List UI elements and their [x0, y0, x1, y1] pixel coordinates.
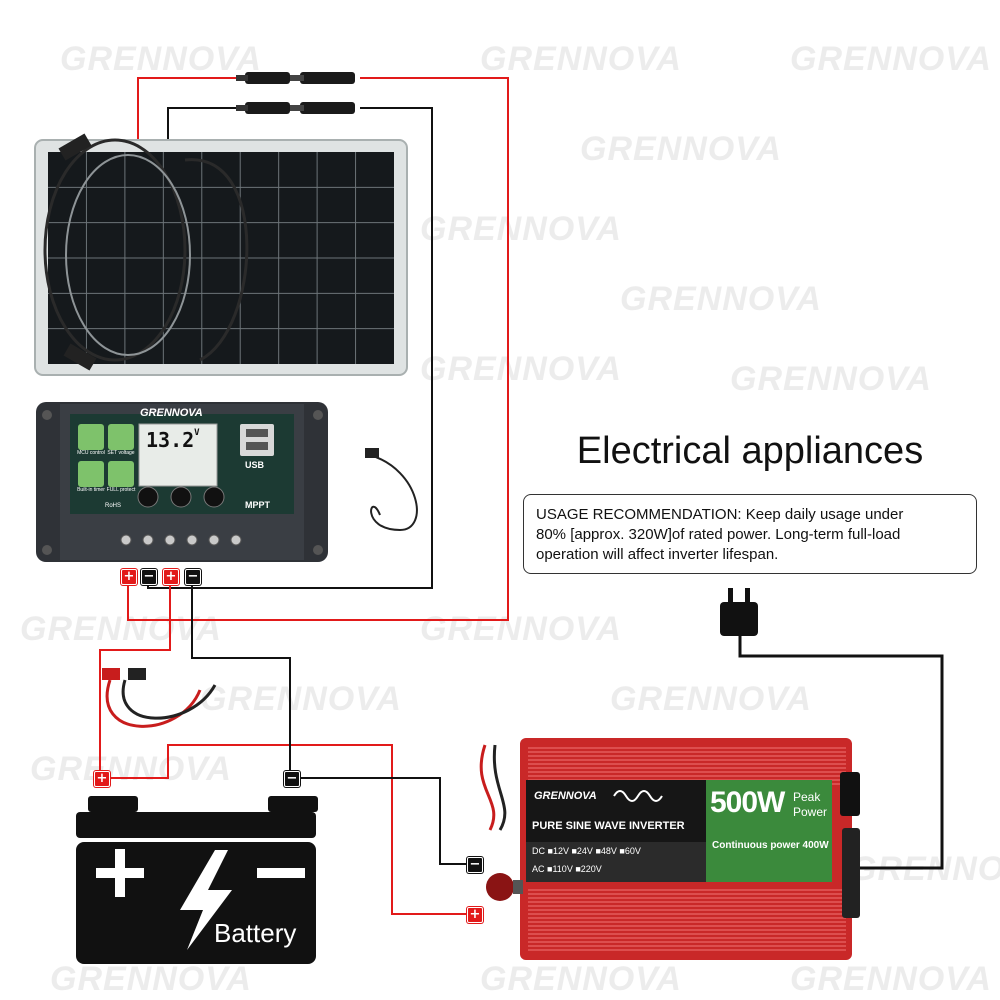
inverter-continuous-label: Continuous power 400W [712, 840, 829, 851]
controller-builtin-label: Built-in timer [77, 487, 105, 493]
controller-battery-negative-terminal: − [185, 569, 201, 585]
panel-negative-wire [167, 107, 245, 140]
alligator-cable [102, 668, 217, 728]
battery-positive-wire [99, 583, 171, 775]
controller-panel-negative-terminal: − [141, 569, 157, 585]
battery [76, 796, 318, 964]
inverter-ac-option: ■110V [547, 864, 573, 874]
watermark: GRENNOVA [790, 960, 992, 998]
controller-brand: GRENNOVA [140, 407, 203, 419]
inverter-ac-row: AC ■110V ■220V [532, 864, 602, 874]
usage-recommendation-box: USAGE RECOMMENDATION: Keep daily usage u… [523, 494, 977, 574]
controller-set-label: SET voltage [107, 450, 135, 456]
watermark: GRENNOVA [30, 750, 232, 788]
controller-display-unit: V [194, 428, 200, 438]
battery-positive-terminal: + [94, 771, 110, 787]
battery-negative-wire [191, 583, 291, 770]
watermark: GRENNOVA [420, 210, 622, 248]
solar-panel [34, 133, 408, 376]
watermark: GRENNOVA [730, 360, 932, 398]
watermark: GRENNOVA [620, 280, 822, 318]
inverter-peak-label: Peak Power [793, 790, 827, 820]
inverter-dc-option: ■12V [547, 846, 569, 856]
wires [99, 77, 944, 915]
temperature-probe [365, 448, 418, 532]
controller-display: 13.2V [146, 428, 200, 452]
diagram-title: Electrical appliances [576, 430, 924, 472]
watermark: GRENNOVA [480, 960, 682, 998]
usage-recommendation-line: operation will affect inverter lifespan. [536, 546, 779, 563]
watermark: GRENNOVA [200, 680, 402, 718]
watermark: GRENNOVA [60, 40, 262, 78]
watermark: GRENNOVA [580, 130, 782, 168]
inverter-dc-option: ■48V [595, 846, 617, 856]
mc4-connectors [236, 72, 355, 114]
plug-icon [720, 588, 758, 636]
battery-negative-wire-b [298, 777, 468, 865]
watermark: GRENNOVA [480, 40, 682, 78]
watermark: GRENNOVA [790, 40, 992, 78]
inverter-dc-option: ■60V [619, 846, 641, 856]
inverter-dc-label: DC [532, 846, 545, 856]
watermark: GRENNOVA [610, 680, 812, 718]
panel-positive-wire [137, 77, 245, 140]
usage-recommendation-line: 80% [approx. 320W]of rated power. Long-t… [536, 526, 901, 543]
inverter-peak-value: 500W [710, 786, 785, 819]
inverter [486, 738, 860, 960]
appliance-wire [738, 636, 944, 870]
controller-usb-label: USB [245, 460, 265, 470]
battery-positive-wire-b [108, 744, 468, 915]
inverter-peak-label-2: Power [793, 805, 828, 819]
inverter-brand: GRENNOVA [534, 790, 597, 802]
inverter-wave-label: PURE SINE WAVE INVERTER [532, 820, 685, 832]
controller-display-value: 13.2 [146, 428, 195, 452]
watermark: GRENNOVA [50, 960, 252, 998]
battery-negative-terminal: − [284, 771, 300, 787]
inverter-negative-terminal: − [467, 857, 483, 873]
usage-recommendation-line: USAGE RECOMMENDATION: Keep daily usage u… [536, 506, 904, 523]
panel-positive-wire-out [127, 77, 509, 621]
inverter-dc-row: DC ■12V ■24V ■48V ■60V [532, 846, 641, 856]
inverter-ac-option: ■220V [575, 864, 602, 874]
panel-negative-wire-out [147, 107, 433, 589]
inverter-positive-terminal: + [467, 907, 483, 923]
watermark: GRENNOVA [420, 350, 622, 388]
inverter-dc-option: ■24V [571, 846, 593, 856]
controller-mppt-label: MPPT [245, 500, 271, 510]
controller-panel-positive-terminal: + [121, 569, 137, 585]
controller-full-label: FULL protect [106, 487, 136, 493]
controller-mcu-label: MCU control [77, 450, 105, 456]
watermark: GRENNOVA [20, 610, 222, 648]
charge-controller [36, 402, 328, 562]
inverter-peak-label-1: Peak [793, 790, 821, 804]
watermark: GRENNOVA [420, 610, 622, 648]
controller-rohs-label: RoHS [105, 503, 122, 509]
inverter-ac-label: AC [532, 864, 545, 874]
controller-battery-positive-terminal: + [163, 569, 179, 585]
battery-label: Battery [214, 918, 297, 948]
inverter-clip-cable [479, 744, 507, 831]
